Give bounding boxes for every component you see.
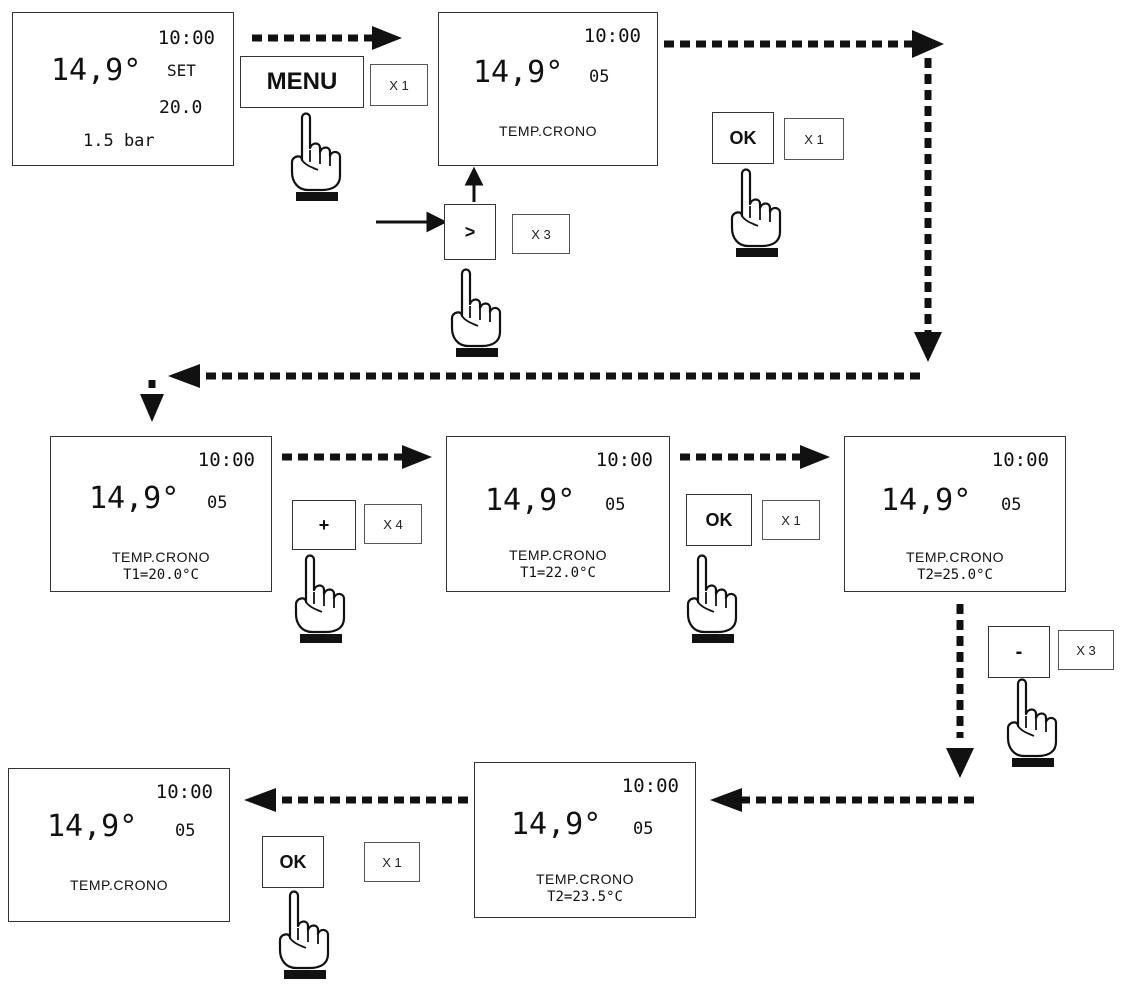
arrow-icon xyxy=(168,364,200,388)
display-time: 10:00 xyxy=(595,449,653,471)
display-mode-label: TEMP.CRONO xyxy=(508,547,608,563)
display-program-number: 05 xyxy=(207,493,228,513)
display-program-number: 05 xyxy=(1001,495,1022,515)
display-temperature: 14,9° xyxy=(881,483,972,518)
display-screen-home: 10:00 14,9° SET 20.0 1.5 bar xyxy=(12,12,234,166)
display-screen-t2-initial: 10:00 14,9° 05 TEMP.CRONO T2=25.0°C xyxy=(844,436,1066,592)
arrow-icon xyxy=(244,788,276,812)
arrow-icon xyxy=(464,166,484,186)
arrow-icon xyxy=(914,332,942,362)
display-mode-label: TEMP.CRONO xyxy=(111,549,211,565)
arrow-icon xyxy=(946,748,974,778)
display-time: 10:00 xyxy=(583,25,641,47)
pointing-hand-icon xyxy=(450,268,502,359)
display-temperature: 14,9° xyxy=(51,53,142,88)
display-mode-label: TEMP.CRONO xyxy=(905,549,1005,565)
arrow-icon xyxy=(372,26,402,50)
display-mode-label: TEMP.CRONO xyxy=(535,871,635,887)
pointing-hand-icon xyxy=(290,112,342,203)
arrow-icon xyxy=(140,394,164,422)
arrow-icon xyxy=(912,30,944,58)
display-set-label: SET xyxy=(167,61,196,80)
ok-button[interactable]: OK xyxy=(262,836,324,888)
pointing-hand-icon xyxy=(686,554,738,645)
display-screen-t2-adjusted: 10:00 14,9° 05 TEMP.CRONO T2=23.5°C xyxy=(474,762,696,918)
press-count-label: X 4 xyxy=(364,504,422,544)
arrow-icon xyxy=(800,445,830,469)
display-program-number: 05 xyxy=(633,819,654,839)
press-count-label: X 1 xyxy=(370,64,428,106)
arrow-icon xyxy=(426,211,448,233)
display-time: 10:00 xyxy=(621,775,679,797)
arrow-icon xyxy=(710,788,742,812)
ok-button[interactable]: OK xyxy=(712,112,774,164)
pointing-hand-icon xyxy=(294,554,346,645)
display-mode-label: TEMP.CRONO xyxy=(498,123,598,139)
display-time: 10:00 xyxy=(155,781,213,803)
display-time: 10:00 xyxy=(157,27,215,49)
display-temperature: 14,9° xyxy=(485,483,576,518)
display-mode-label: TEMP.CRONO xyxy=(69,877,169,893)
press-count-label: X 3 xyxy=(1058,630,1114,670)
display-program-number: 05 xyxy=(605,495,626,515)
display-setpoint-value: T1=22.0°C xyxy=(520,565,596,581)
display-temperature: 14,9° xyxy=(511,807,602,842)
display-set-value: 20.0 xyxy=(159,97,203,118)
display-screen-t1-initial: 10:00 14,9° 05 TEMP.CRONO T1=20.0°C xyxy=(50,436,272,592)
minus-button[interactable]: - xyxy=(988,626,1050,678)
ok-button[interactable]: OK xyxy=(686,494,752,546)
display-screen-t1-adjusted: 10:00 14,9° 05 TEMP.CRONO T1=22.0°C xyxy=(446,436,670,592)
press-count-label: X 3 xyxy=(512,214,570,254)
display-setpoint-value: T2=23.5°C xyxy=(547,889,623,905)
display-screen-temp-crono: 10:00 14,9° 05 TEMP.CRONO xyxy=(438,12,658,166)
display-program-number: 05 xyxy=(175,821,196,841)
display-temperature: 14,9° xyxy=(47,809,138,844)
display-screen-temp-crono-confirmed: 10:00 14,9° 05 TEMP.CRONO xyxy=(8,768,230,922)
display-setpoint-value: T2=25.0°C xyxy=(917,567,993,583)
arrow-icon xyxy=(402,445,432,469)
pointing-hand-icon xyxy=(730,168,782,259)
next-button[interactable]: > xyxy=(444,204,496,260)
press-count-label: X 1 xyxy=(364,842,420,882)
display-temperature: 14,9° xyxy=(473,55,564,90)
display-time: 10:00 xyxy=(991,449,1049,471)
press-count-label: X 1 xyxy=(784,118,844,160)
display-program-number: 05 xyxy=(589,67,610,87)
press-count-label: X 1 xyxy=(762,500,820,540)
display-time: 10:00 xyxy=(197,449,255,471)
plus-button[interactable]: + xyxy=(292,500,356,550)
pointing-hand-icon xyxy=(1006,678,1058,769)
display-pressure: 1.5 bar xyxy=(83,131,155,151)
display-temperature: 14,9° xyxy=(89,481,180,516)
menu-button[interactable]: MENU xyxy=(240,56,364,108)
display-setpoint-value: T1=20.0°C xyxy=(123,567,199,583)
pointing-hand-icon xyxy=(278,890,330,981)
